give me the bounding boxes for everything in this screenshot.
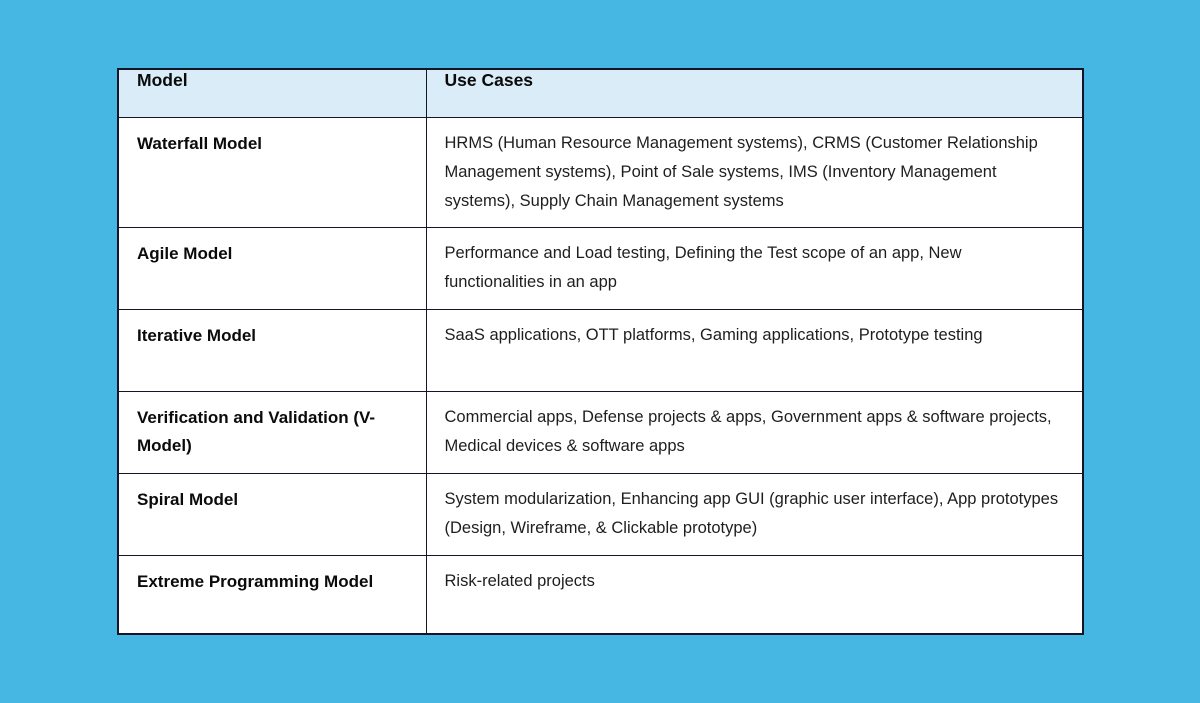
table-row-spiral: Spiral Model System modularization, Enha… xyxy=(117,472,1084,556)
table-row-v-model: Verification and Validation (V-Model) Co… xyxy=(117,390,1084,474)
use-cases-text: Risk-related projects xyxy=(425,554,1084,635)
model-name: Agile Model xyxy=(117,226,427,310)
model-name: Iterative Model xyxy=(117,308,427,392)
model-name: Verification and Validation (V-Model) xyxy=(117,390,427,474)
model-name: Waterfall Model xyxy=(117,116,427,228)
models-use-cases-table: Model Use Cases Waterfall Model HRMS (Hu… xyxy=(117,68,1084,635)
table-header-row: Model Use Cases xyxy=(117,68,1084,118)
use-cases-text: SaaS applications, OTT platforms, Gaming… xyxy=(425,308,1084,392)
column-header-use-cases: Use Cases xyxy=(425,68,1084,118)
use-cases-text: Commercial apps, Defense projects & apps… xyxy=(425,390,1084,474)
models-use-cases-table-container: Model Use Cases Waterfall Model HRMS (Hu… xyxy=(117,68,1084,635)
use-cases-text: Performance and Load testing, Defining t… xyxy=(425,226,1084,310)
table-row-iterative: Iterative Model SaaS applications, OTT p… xyxy=(117,308,1084,392)
model-name: Extreme Programming Model xyxy=(117,554,427,635)
use-cases-text: System modularization, Enhancing app GUI… xyxy=(425,472,1084,556)
table-row-extreme-programming: Extreme Programming Model Risk-related p… xyxy=(117,554,1084,635)
table-row-waterfall: Waterfall Model HRMS (Human Resource Man… xyxy=(117,116,1084,228)
use-cases-text: HRMS (Human Resource Management systems)… xyxy=(425,116,1084,228)
model-name: Spiral Model xyxy=(117,472,427,556)
table-row-agile: Agile Model Performance and Load testing… xyxy=(117,226,1084,310)
column-header-model: Model xyxy=(117,68,427,118)
